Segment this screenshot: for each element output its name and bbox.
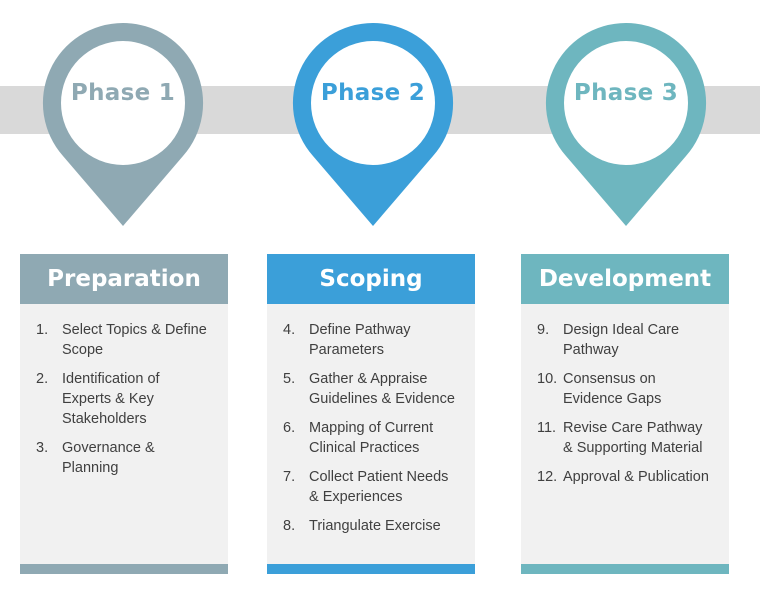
step-item: 12. Approval & Publication — [537, 467, 713, 487]
step-item: 5. Gather & Appraise Guidelines & Evidenc… — [283, 369, 459, 409]
phase-3-title: Development — [521, 254, 729, 304]
step-item: 8. Triangulate Exercise — [283, 516, 459, 536]
phase-1-label: Phase 1 — [70, 80, 176, 106]
phase-2-title: Scoping — [267, 254, 475, 304]
step-text: Gather & Appraise Guidelines & Evidence — [309, 371, 455, 407]
step-item: 2. Identification of Experts & Key Stakeh… — [36, 369, 212, 429]
step-text: Select Topics & Define Scope — [62, 322, 207, 358]
step-number: 6. — [283, 420, 296, 436]
phase-1-pin-icon — [42, 22, 204, 226]
step-text: Mapping of Current Clinical Practices — [309, 420, 434, 456]
step-number: 10. — [537, 371, 558, 387]
phase-1-steps: 1. Select Topics & Define Scope 2. Identif… — [20, 304, 228, 564]
phase-2-column: Scoping 4. Define Pathway Parameters 5. Ga… — [267, 254, 475, 574]
step-number: 4. — [283, 322, 296, 338]
step-text: Collect Patient Needs & Experiences — [309, 469, 449, 505]
phase-3-steps: 9. Design Ideal Care Pathway 10. Consensus… — [521, 304, 729, 564]
step-number: 11. — [537, 420, 557, 436]
step-text: Identification of Experts & Key Stakehol… — [62, 371, 160, 427]
step-number: 8. — [283, 518, 296, 534]
phase-1-footer-bar — [20, 564, 228, 574]
step-text: Governance & Planning — [62, 440, 155, 476]
phase-2-pin: Phase 2 — [292, 22, 454, 232]
phase-1-column: Preparation 1. Select Topics & Define Sco… — [20, 254, 228, 574]
phase-1-pin: Phase 1 — [42, 22, 204, 232]
step-item: 11. Revise Care Pathway & Supporting Mate… — [537, 418, 713, 458]
step-item: 3. Governance & Planning — [36, 438, 212, 478]
phase-2-pin-icon — [292, 22, 454, 226]
step-item: 1. Select Topics & Define Scope — [36, 320, 212, 360]
step-text: Triangulate Exercise — [309, 518, 441, 534]
step-number: 12. — [537, 469, 558, 485]
phase-2-label: Phase 2 — [320, 80, 426, 106]
step-item: 6. Mapping of Current Clinical Practices — [283, 418, 459, 458]
step-item: 10. Consensus on Evidence Gaps — [537, 369, 713, 409]
phase-2-steps: 4. Define Pathway Parameters 5. Gather & A… — [267, 304, 475, 564]
step-text: Consensus on Evidence Gaps — [563, 371, 662, 407]
phase-1-title: Preparation — [20, 254, 228, 304]
phase-3-footer-bar — [521, 564, 729, 574]
phase-3-column: Development 9. Design Ideal Care Pathway … — [521, 254, 729, 574]
step-item: 7. Collect Patient Needs & Experiences — [283, 467, 459, 507]
step-number: 1. — [36, 322, 49, 338]
step-text: Revise Care Pathway & Supporting Materia… — [563, 420, 703, 456]
phase-3-label: Phase 3 — [573, 80, 679, 106]
step-text: Approval & Publication — [563, 469, 709, 485]
step-text: Design Ideal Care Pathway — [563, 322, 680, 358]
step-number: 2. — [36, 371, 49, 387]
step-number: 7. — [283, 469, 296, 485]
step-item: 4. Define Pathway Parameters — [283, 320, 459, 360]
step-number: 9. — [537, 322, 550, 338]
step-text: Define Pathway Parameters — [309, 322, 411, 358]
step-number: 5. — [283, 371, 296, 387]
phase-2-footer-bar — [267, 564, 475, 574]
phase-3-pin: Phase 3 — [545, 22, 707, 232]
phase-3-pin-icon — [545, 22, 707, 226]
step-item: 9. Design Ideal Care Pathway — [537, 320, 713, 360]
step-number: 3. — [36, 440, 49, 456]
